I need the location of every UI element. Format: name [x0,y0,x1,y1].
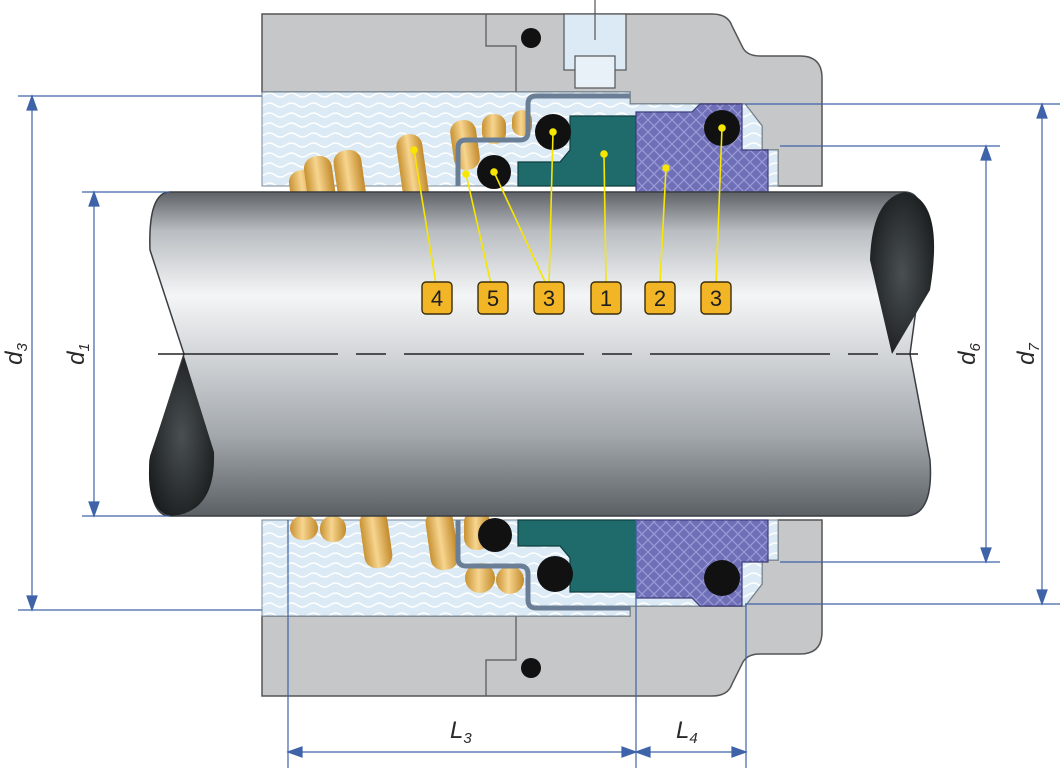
shaft-end-left [148,356,215,516]
o-ring [478,518,512,552]
svg-text:1: 1 [600,286,612,311]
housing-lower [261,519,823,697]
svg-text:4: 4 [431,286,443,311]
svg-text:5: 5 [487,286,499,311]
dim-label-d6: d6 [954,342,984,364]
dim-label-L4: L4 [676,717,698,747]
metal-retainer-upper [455,93,630,186]
svg-text:3: 3 [710,286,722,311]
callout-5: 5 [477,281,509,315]
callout-leaders [410,124,726,285]
dimension-lines [18,94,1060,768]
metal-retainer-lower [455,520,630,611]
dim-label-d7: d7 [1013,342,1043,364]
dim-label-d1: d1 [63,343,93,365]
dim-label-L3: L3 [450,717,472,747]
callout-3-left: 3 [533,281,565,315]
o-ring [537,556,573,592]
housing-port-inner [574,55,616,89]
housing-o-ring-lower [521,658,541,678]
housing-groove-lower [485,616,517,696]
callout-4: 4 [421,281,453,315]
housing-groove-upper [485,14,517,92]
svg-text:2: 2 [654,286,666,311]
housing-o-ring-upper [521,28,541,48]
callout-2: 2 [644,281,676,315]
shaft-end-right [870,192,935,354]
dim-label-d3: d3 [1,342,31,364]
callout-1: 1 [590,281,622,315]
o-ring [704,560,740,596]
svg-text:3: 3 [543,286,555,311]
callout-3-right: 3 [700,281,732,315]
